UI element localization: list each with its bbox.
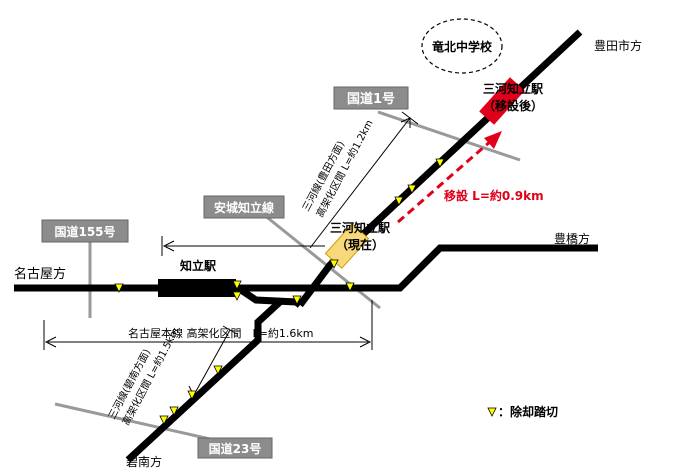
crossing-marker <box>345 282 355 292</box>
hekinan-direction-label: 碧南方 <box>126 454 162 469</box>
crossing-marker <box>407 184 417 194</box>
crossing-marker <box>159 415 169 425</box>
relocation-arrowhead <box>484 131 502 149</box>
crossing-marker <box>169 406 179 416</box>
chiryu-station-label: 知立駅 <box>179 258 217 273</box>
crossing-marker <box>213 365 223 375</box>
relocation-label: 移設 L=約0.9km <box>444 188 544 203</box>
mikawa-chiryu-new-marker <box>479 77 525 125</box>
crossing-marker <box>487 407 497 417</box>
route23-label: 国道23号 <box>209 441 262 456</box>
anjo-chiryu-label-box <box>203 195 285 219</box>
route1-label-box <box>333 86 409 110</box>
dimension-mikawa-toyota <box>309 111 419 249</box>
toyohashi-direction-label: 豊橋方 <box>554 231 590 246</box>
mikawa-chiryu-current-label-1: 三河知立駅 <box>330 220 391 235</box>
mikawa-chiryu-current-label-2: （現在） <box>336 237 384 252</box>
crossing-marker <box>292 295 302 305</box>
crossing-marker <box>394 196 404 206</box>
crossing-markers <box>114 158 497 425</box>
connector-curve <box>236 285 303 308</box>
crossing-marker <box>114 283 124 293</box>
crossing-marker <box>232 280 242 290</box>
mikawa-line-hekinan <box>125 297 285 463</box>
school-circle <box>421 18 503 74</box>
dimension-top-line <box>161 236 325 256</box>
road-route1 <box>377 110 521 162</box>
road-anjo-chiryu <box>257 208 381 310</box>
route23-label-box <box>197 437 273 459</box>
nagoya-direction-label: 名古屋方 <box>14 266 66 282</box>
mikawa-chiryu-new-label-1: 三河知立駅 <box>483 81 544 96</box>
legend-crossing-label: ：除却踏切 <box>498 404 558 419</box>
chiryu-station-block <box>158 279 236 297</box>
nagoya-main-section-label: 名古屋本線 高架化区間 L=約1.6km <box>128 326 313 340</box>
route155-label: 国道155号 <box>54 224 115 239</box>
route1-label: 国道1号 <box>347 91 395 107</box>
school-label: 竜北中学校 <box>432 39 493 54</box>
nagoya-main-line <box>14 244 598 292</box>
crossing-marker <box>329 259 339 269</box>
dimension-nagoya-main <box>43 300 373 350</box>
crossing-marker <box>435 158 445 168</box>
toyota-direction-label: 豊田市方 <box>594 38 642 53</box>
crossing-marker <box>187 390 197 400</box>
mikawa-chiryu-new-label-2: （移設後） <box>483 98 543 113</box>
route155-label-box <box>41 219 129 243</box>
relocation-arrow <box>397 138 493 224</box>
crossing-marker <box>232 291 242 301</box>
anjo-chiryu-label: 安城知立線 <box>214 200 274 215</box>
